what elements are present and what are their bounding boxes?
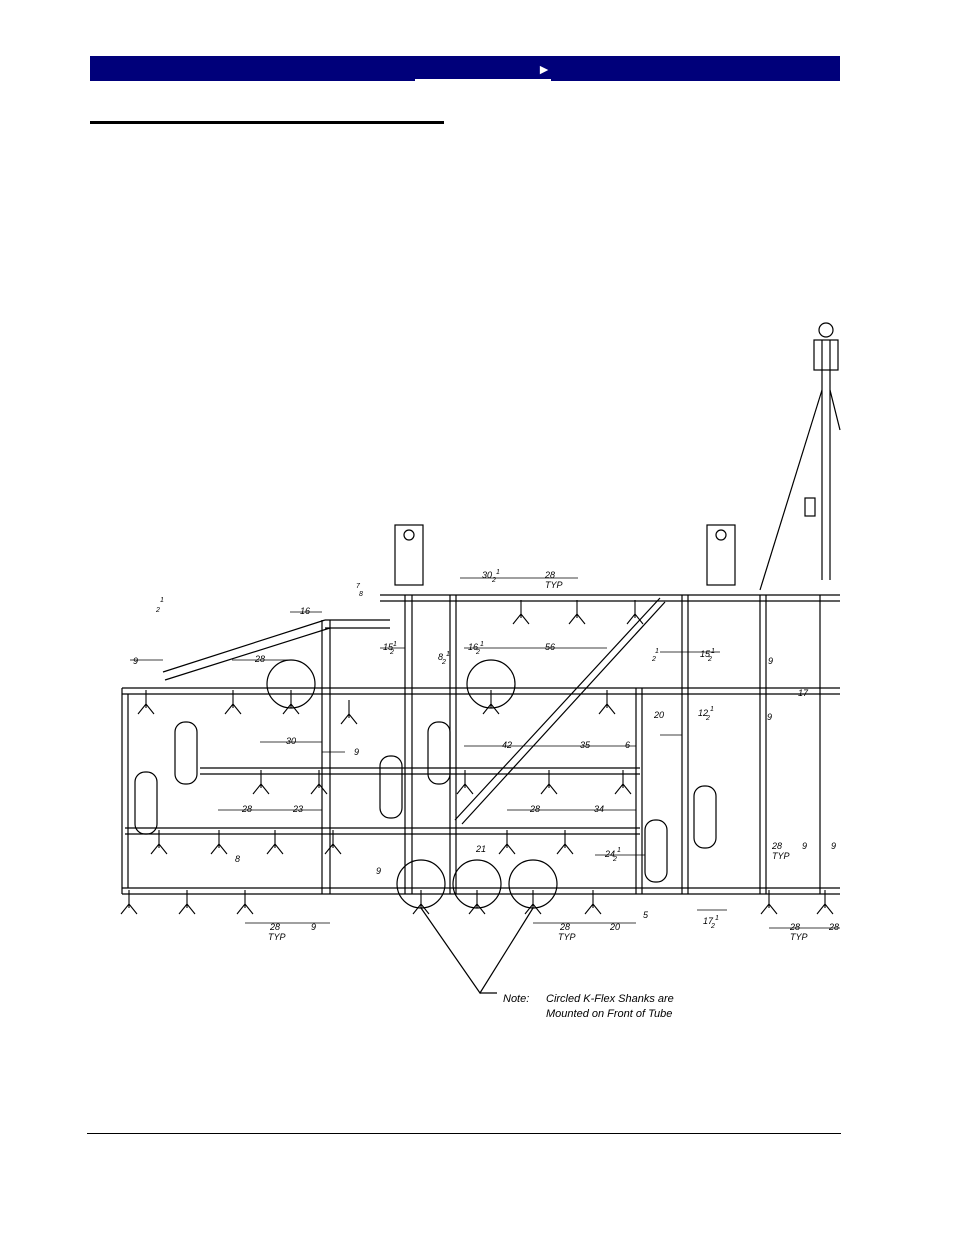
note-line-2: Mounted on Front of Tube (546, 1008, 672, 1020)
note-label: Note: (503, 993, 529, 1005)
fraction-denominator: 2 (707, 656, 712, 663)
fraction-numerator: 1 (480, 641, 484, 648)
fraction-numerator: 1 (446, 651, 450, 658)
dim-label: 5 (643, 910, 649, 920)
fraction-numerator: 1 (710, 706, 714, 713)
fraction-denominator: 2 (491, 577, 496, 584)
dim-label: 30 (286, 736, 296, 746)
dim-label: 34 (594, 804, 604, 814)
shank-marks (120, 600, 834, 915)
dim-label: 9 (311, 922, 316, 932)
dim-label: 23 (292, 804, 303, 814)
dim-label: 28 (828, 922, 839, 932)
fraction-numerator: 1 (160, 597, 164, 604)
dim-label: 21 (475, 844, 486, 854)
dim-label: 30 (482, 570, 492, 580)
dim-label: 12 (698, 708, 708, 718)
fraction-numerator: 1 (617, 847, 621, 854)
dim-label: 56 (545, 642, 555, 652)
dim-label: TYP (268, 932, 286, 942)
drawing-note: Note: Circled K-Flex Shanks are Mounted … (503, 993, 674, 1020)
dim-label: 16 (300, 606, 310, 616)
fraction-denominator: 2 (612, 856, 617, 863)
fraction-numerator: 1 (496, 569, 500, 576)
fraction-denominator: 2 (710, 923, 715, 930)
dim-label: TYP (558, 932, 576, 942)
dim-label: 9 (354, 747, 359, 757)
footer-rule (87, 1133, 841, 1134)
dim-label: 20 (653, 710, 664, 720)
dim-label: 28 (529, 804, 540, 814)
next-page-link[interactable]: ► (415, 61, 551, 81)
fraction-numerator: 1 (711, 648, 715, 655)
fraction-numerator: 7 (356, 583, 361, 590)
dim-label: 9 (767, 712, 772, 722)
dim-label: 6 (625, 740, 630, 750)
dim-label: 15 (383, 642, 394, 652)
fraction-denominator: 2 (155, 607, 160, 614)
note-line-1: Circled K-Flex Shanks are (546, 993, 674, 1005)
dim-label: 28 (789, 922, 800, 932)
header-bar: ► (90, 56, 840, 81)
dim-label: 17 (703, 916, 714, 926)
dim-label: 17 (798, 688, 809, 698)
dim-label: TYP (545, 580, 563, 590)
fraction-denominator: 8 (359, 591, 363, 598)
dim-label: 15 (700, 649, 711, 659)
dim-label: 9 (802, 841, 807, 851)
dim-label: 16 (468, 642, 478, 652)
dim-label: 42 (502, 740, 512, 750)
dim-label: 28 (544, 570, 555, 580)
dim-label: 20 (609, 922, 620, 932)
dim-label: 28 (269, 922, 280, 932)
fraction-numerator: 1 (655, 648, 659, 655)
dim-label: 9 (768, 656, 773, 666)
fraction-numerator: 1 (715, 915, 719, 922)
dim-label: TYP (790, 932, 808, 942)
dim-label: 35 (580, 740, 591, 750)
dimension-labels: 30 28 TYP 16 28 9 30 9 28 23 8 28 TYP 9 … (133, 570, 839, 942)
right-arrow-icon: ► (537, 61, 551, 77)
fraction-labels: 1 2 7 8 1 2 1 2 1 2 1 2 1 2 1 2 1 2 1 2 … (155, 569, 719, 930)
fraction-denominator: 2 (651, 656, 656, 663)
section-title-rule (90, 121, 444, 124)
dim-label: 24 (604, 849, 615, 859)
dimension-lines (130, 577, 840, 929)
dim-label: 28 (771, 841, 782, 851)
dim-label: 9 (376, 866, 381, 876)
dim-label: 9 (831, 841, 836, 851)
fraction-numerator: 1 (393, 641, 397, 648)
dim-label: TYP (772, 851, 790, 861)
dim-label: 28 (559, 922, 570, 932)
fraction-denominator: 2 (475, 649, 480, 656)
dim-label: 28 (241, 804, 252, 814)
frame-lines (121, 322, 841, 995)
dim-label: 28 (254, 654, 265, 664)
dim-label: 9 (133, 656, 138, 666)
dim-label: 8 (438, 652, 443, 662)
dim-label: 8 (235, 854, 240, 864)
fraction-denominator: 2 (441, 659, 446, 666)
fraction-denominator: 2 (705, 715, 710, 722)
fraction-denominator: 2 (389, 649, 394, 656)
